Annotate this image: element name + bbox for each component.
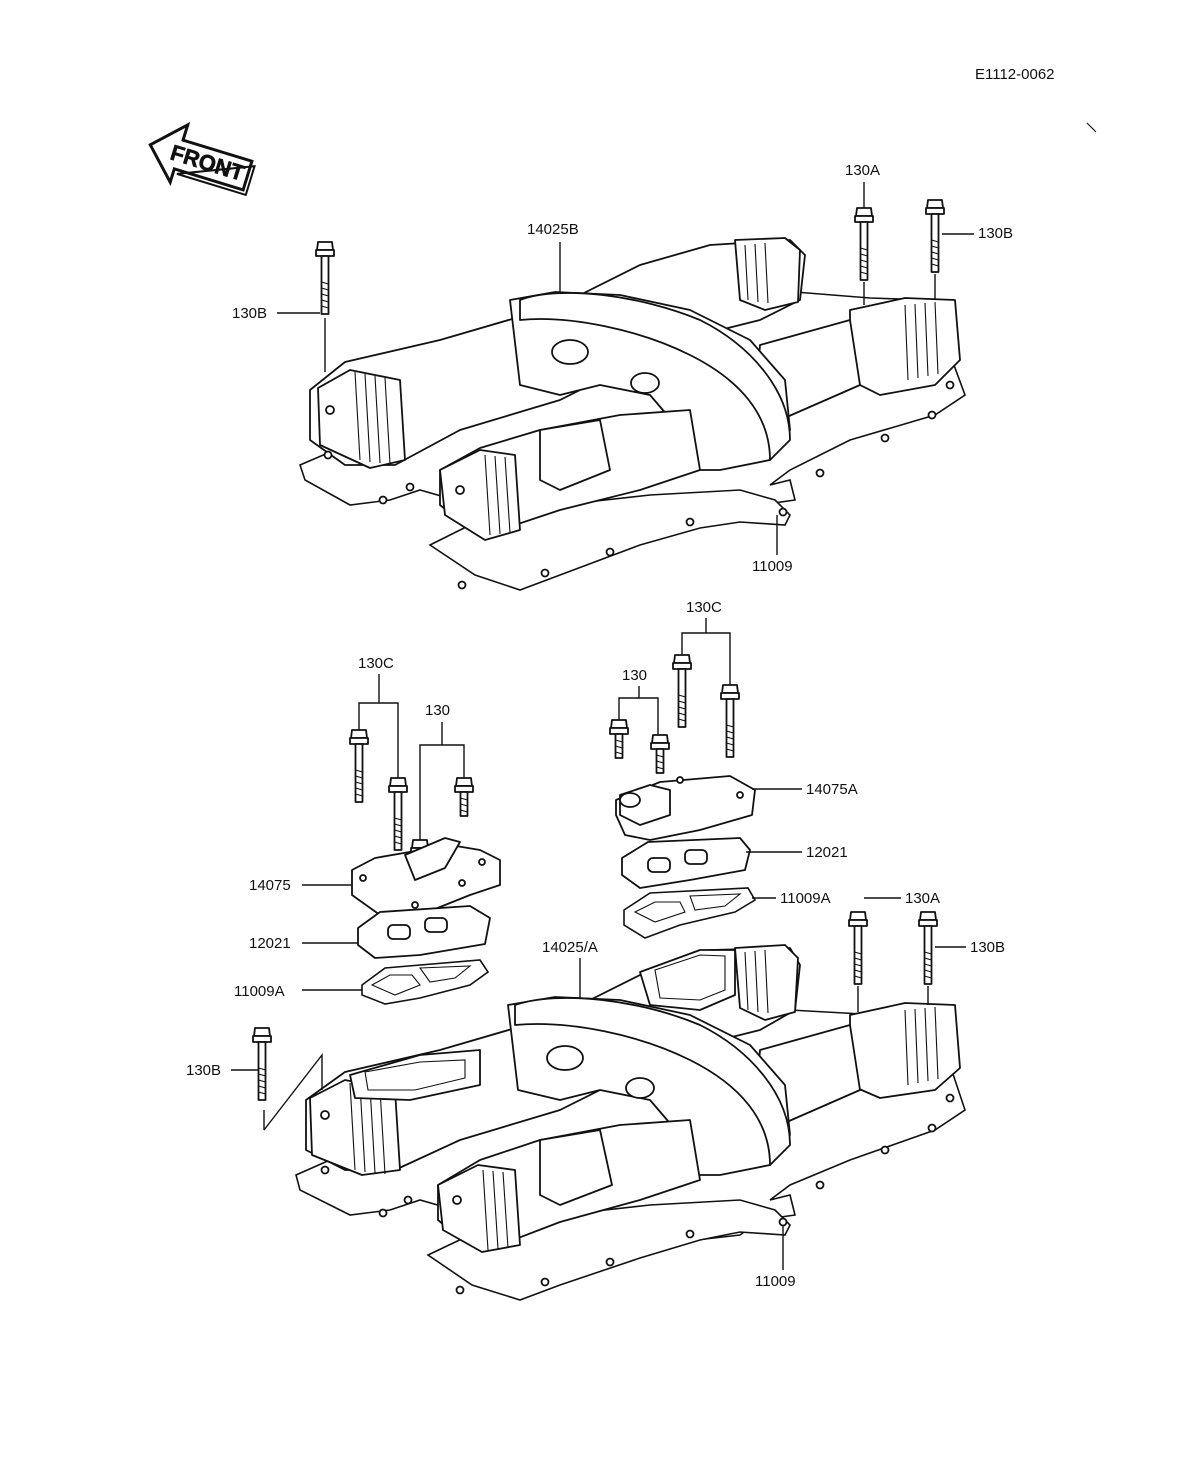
left-gasket-11009a xyxy=(361,959,490,1005)
bottom-assembly xyxy=(295,944,966,1301)
top-bridge-hole-1 xyxy=(551,339,589,365)
top-bolt-130a xyxy=(854,207,874,281)
label-14025-a: 14025/A xyxy=(542,939,598,956)
label-130-right: 130 xyxy=(622,667,647,684)
bottom-bridge-hole-1 xyxy=(546,1045,584,1071)
label-11009a-left: 11009A xyxy=(234,983,285,1000)
bottom-front-fins xyxy=(437,1129,613,1253)
bottom-bolt-130a xyxy=(848,911,868,985)
label-130a-bottom: 130A xyxy=(905,890,940,907)
label-130a-top: 130A xyxy=(845,162,880,179)
left-cap-14075 xyxy=(351,837,501,916)
top-left-fins xyxy=(317,369,406,469)
label-11009a-right: 11009A xyxy=(780,890,831,907)
label-130c-left: 130C xyxy=(358,655,394,672)
left-plate-12021 xyxy=(357,905,491,959)
top-right-rear-block xyxy=(734,237,801,311)
label-130b-bottom-right: 130B xyxy=(970,939,1005,956)
left-bolt-130c-1 xyxy=(349,729,369,803)
bottom-bridge-hole-2 xyxy=(625,1077,655,1099)
label-14075: 14075 xyxy=(249,877,291,894)
label-12021-right: 12021 xyxy=(806,844,848,861)
label-12021-left: 12021 xyxy=(249,935,291,952)
bottom-left-fins xyxy=(309,1049,481,1176)
bottom-bolt-130b-right xyxy=(918,911,938,985)
right-bolt-130c-2 xyxy=(720,684,740,758)
right-bolt-130c-1 xyxy=(672,654,692,728)
bottom-right-rear-block xyxy=(639,944,799,1021)
label-130b-top-left: 130B xyxy=(232,305,267,322)
label-14075a: 14075A xyxy=(806,781,858,798)
label-11009-top: 11009 xyxy=(752,558,793,575)
front-arrow-icon: FRONT xyxy=(148,121,256,197)
left-bolt-130-2 xyxy=(454,777,474,817)
bottom-bolt-130b-left xyxy=(252,1027,272,1101)
left-bolt-130c-2 xyxy=(388,777,408,851)
label-14025b: 14025B xyxy=(527,221,579,238)
bottom-bridge-hump xyxy=(514,997,791,1166)
label-11009-bottom: 11009 xyxy=(755,1273,796,1290)
stray-mark xyxy=(1086,122,1097,133)
label-130b-top-right: 130B xyxy=(978,225,1013,242)
label-130c-right: 130C xyxy=(686,599,722,616)
right-cap-14075a xyxy=(615,775,756,841)
top-bridge-hump xyxy=(519,292,791,461)
right-bolt-130-1 xyxy=(609,719,629,759)
top-bolt-130b-left xyxy=(315,241,335,315)
label-130b-bottom-left: 130B xyxy=(186,1062,221,1079)
top-front-fins xyxy=(439,419,611,541)
top-bridge-hole-2 xyxy=(630,372,660,394)
right-bolt-130-2 xyxy=(650,734,670,774)
right-gasket-11009a xyxy=(623,887,757,939)
diagram-code: E1112-0062 xyxy=(975,66,1055,83)
label-130-left: 130 xyxy=(425,702,450,719)
top-assembly xyxy=(299,237,966,591)
top-bolt-130b-right xyxy=(925,199,945,273)
right-plate-12021 xyxy=(621,837,751,889)
top-gasket-holes xyxy=(323,380,955,590)
